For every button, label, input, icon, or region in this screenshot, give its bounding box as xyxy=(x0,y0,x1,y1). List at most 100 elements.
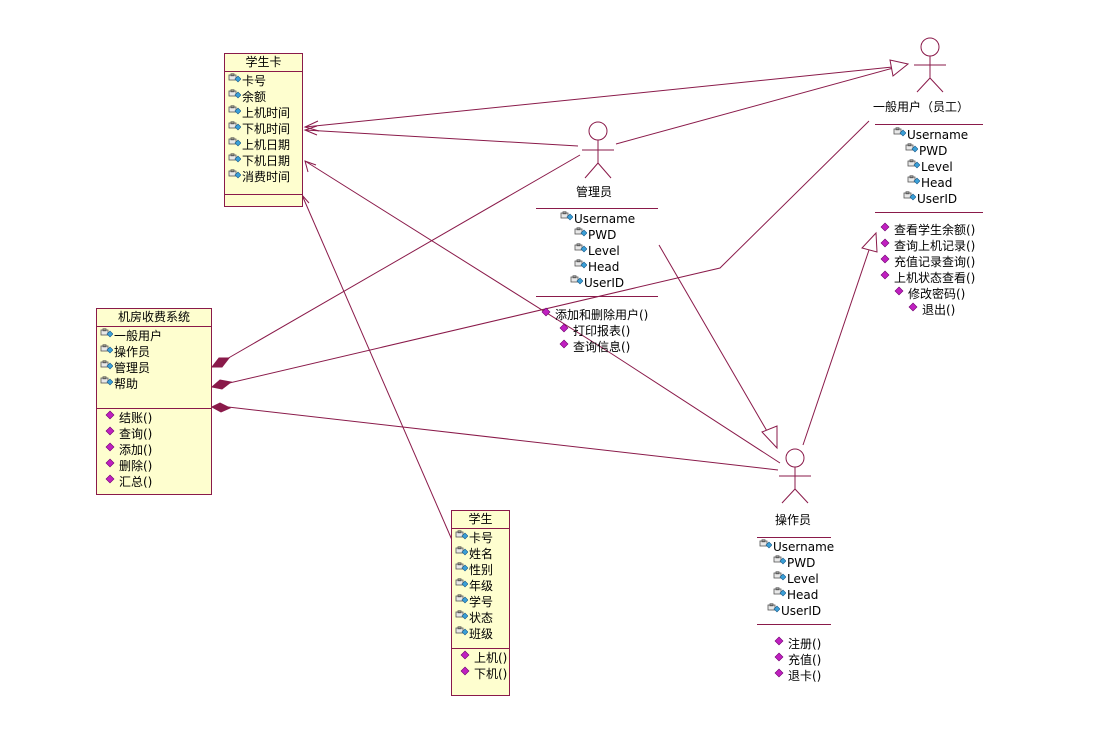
operation-list: 注册()充值()退卡() xyxy=(774,636,834,684)
operation-icon xyxy=(541,307,555,323)
operation-icon xyxy=(880,222,894,238)
operation-icon xyxy=(880,254,894,270)
operation-row: 修改密码() xyxy=(880,286,990,302)
operation-row: 充值记录查询() xyxy=(880,254,990,270)
attribute-label: 帮助 xyxy=(114,377,139,391)
attribute-icon xyxy=(228,105,242,121)
attribute-label: PWD xyxy=(919,144,948,158)
attribute-label: 消费时间 xyxy=(242,170,291,184)
attribute-icon xyxy=(907,175,921,191)
operation-label: 退出() xyxy=(922,303,956,317)
attribute-row: Username xyxy=(759,539,839,555)
attribute-label: Level xyxy=(787,572,819,586)
operation-row: 打印报表() xyxy=(541,323,671,339)
attribute-label: PWD xyxy=(588,228,617,242)
attribute-label: 操作员 xyxy=(114,345,151,359)
generalization-admin-operator xyxy=(658,244,772,439)
attribute-icon xyxy=(455,530,469,546)
attribute-label: 管理员 xyxy=(114,361,151,375)
attribute-row: 消费时间 xyxy=(228,169,302,185)
class-student[interactable]: 学生 卡号姓名性别年级学号状态班级 上机()下机() xyxy=(451,510,510,696)
attribute-icon xyxy=(574,243,588,259)
attribute-icon xyxy=(228,169,242,185)
actor-name: 管理员 xyxy=(576,185,613,199)
attribute-label: PWD xyxy=(787,556,816,570)
attribute-label: 余额 xyxy=(242,90,267,104)
attribute-row: 姓名 xyxy=(455,546,509,562)
operation-list: 添加和删除用户()打印报表()查询信息() xyxy=(541,307,671,355)
operation-row: 下机() xyxy=(460,666,509,682)
attribute-row: 学号 xyxy=(455,594,509,610)
operation-row: 上机() xyxy=(460,650,509,666)
attribute-row: 管理员 xyxy=(100,360,211,376)
operation-row: 查询上机记录() xyxy=(880,238,990,254)
operation-label: 添加和删除用户() xyxy=(555,308,649,322)
attribute-icon xyxy=(773,587,787,603)
attribute-row: Username xyxy=(560,211,670,227)
operation-row: 注册() xyxy=(774,636,834,652)
operation-row: 退卡() xyxy=(774,668,834,684)
attribute-label: 年级 xyxy=(469,579,494,593)
attribute-row: UserID xyxy=(560,275,670,291)
operation-label: 查询上机记录() xyxy=(894,239,976,253)
attribute-label: UserID xyxy=(584,276,625,290)
attribute-icon xyxy=(455,610,469,626)
operation-label: 查询() xyxy=(119,427,153,441)
attribute-icon xyxy=(560,211,574,227)
attribute-icon xyxy=(228,121,242,137)
attribute-icon xyxy=(228,137,242,153)
operation-icon xyxy=(105,474,119,490)
operation-label: 上机状态查看() xyxy=(894,271,976,285)
attribute-row: PWD xyxy=(893,143,993,159)
attribute-row: Username xyxy=(893,127,993,143)
operation-icon xyxy=(559,323,573,339)
association-card-user xyxy=(304,66,894,128)
attribute-list: 一般用户操作员管理员帮助 xyxy=(97,327,211,409)
arrowhead-card-operator xyxy=(304,160,317,173)
class-student-card[interactable]: 学生卡 卡号余额上机时间下机时间上机日期下机日期消费时间 xyxy=(224,53,303,207)
attribute-row: Head xyxy=(893,175,993,191)
attribute-icon xyxy=(100,328,114,344)
attribute-row: UserID xyxy=(893,191,993,207)
attribute-label: 状态 xyxy=(469,611,494,625)
admin-actor-icon xyxy=(582,121,614,179)
attribute-row: 上机时间 xyxy=(228,105,302,121)
class-billing-system[interactable]: 机房收费系统 一般用户操作员管理员帮助 结账()查询()添加()删除()汇总() xyxy=(96,308,212,495)
attribute-row: 操作员 xyxy=(100,344,211,360)
attribute-icon xyxy=(228,73,242,89)
operation-label: 下机() xyxy=(474,667,508,681)
attribute-row: Head xyxy=(560,259,670,275)
attribute-row: 下机日期 xyxy=(228,153,302,169)
composition-diamond-admin xyxy=(210,357,231,368)
separator xyxy=(757,624,831,625)
operation-list: 查看学生余额()查询上机记录()充值记录查询()上机状态查看()修改密码()退出… xyxy=(880,222,990,318)
attribute-icon xyxy=(893,127,907,143)
attribute-label: 上机时间 xyxy=(242,106,291,120)
operation-label: 结账() xyxy=(119,411,153,425)
operation-icon xyxy=(105,410,119,426)
attribute-row: 年级 xyxy=(455,578,509,594)
attribute-row: 帮助 xyxy=(100,376,211,392)
operation-icon xyxy=(105,458,119,474)
operation-icon xyxy=(908,302,922,318)
composition-diamond-operator xyxy=(210,402,232,413)
operation-icon xyxy=(105,426,119,442)
attribute-row: Level xyxy=(893,159,993,175)
operation-icon xyxy=(894,286,908,302)
association-card-operator xyxy=(304,160,781,464)
attribute-icon xyxy=(455,562,469,578)
operation-row: 充值() xyxy=(774,652,834,668)
attribute-row: UserID xyxy=(759,603,839,619)
actor-name: 操作员 xyxy=(775,513,812,527)
operation-label: 充值记录查询() xyxy=(894,255,976,269)
association-card-admin xyxy=(304,129,579,147)
attribute-label: 姓名 xyxy=(469,547,494,561)
attribute-label: Head xyxy=(588,260,620,274)
operation-row: 查询() xyxy=(105,426,211,442)
attribute-row: 卡号 xyxy=(228,73,302,89)
attribute-row: Level xyxy=(759,571,839,587)
attribute-icon xyxy=(100,344,114,360)
operation-row: 添加和删除用户() xyxy=(541,307,671,323)
separator xyxy=(536,208,658,209)
